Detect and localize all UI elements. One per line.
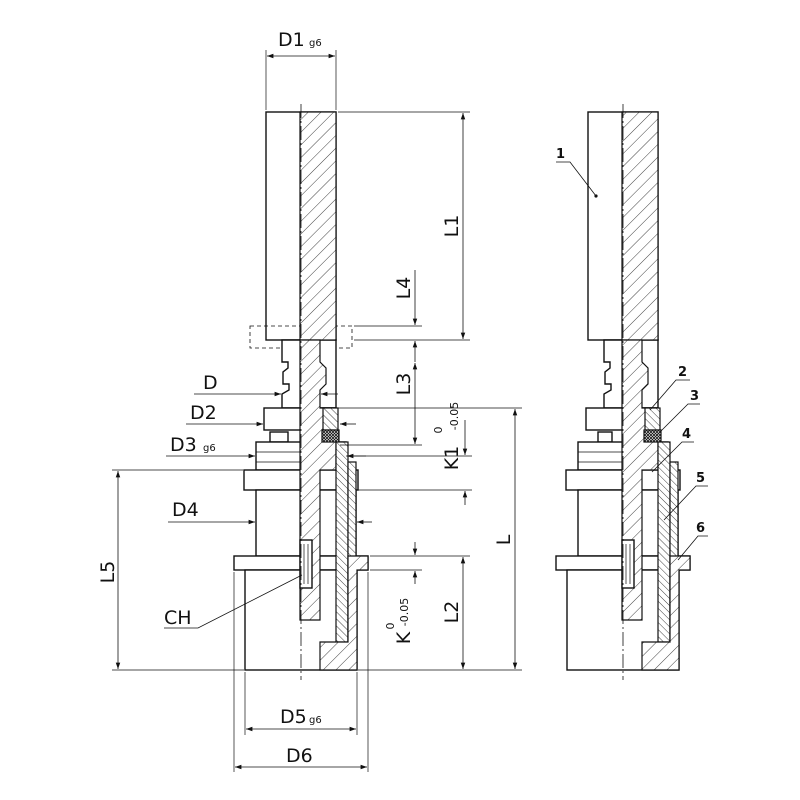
shank-section: [299, 111, 337, 341]
part-4-leader: [651, 441, 694, 473]
d4-label: D4: [172, 499, 199, 521]
d1-label: D1: [278, 29, 305, 51]
k1-label: K1: [441, 446, 463, 471]
d2-label: D2: [190, 402, 217, 424]
keyway-outline: [299, 539, 313, 589]
l-label: L: [493, 534, 515, 545]
d-label: D: [203, 372, 218, 394]
d5-tolerance: g6: [309, 715, 322, 726]
k-tolerance-upper: 0: [384, 623, 397, 630]
screw-head: [269, 431, 289, 443]
ch-leader: [164, 574, 303, 629]
part-3-label: 3: [690, 389, 699, 404]
washer-section: [322, 407, 339, 431]
k1-tolerance-lower: -0.05: [448, 402, 461, 430]
right-view: 1 2 3 4 5 6: [555, 104, 708, 680]
left-view: D1 g6 L1 L4 L3 K1 0 -0.05 L L2: [97, 29, 522, 772]
part-5-leader: [663, 485, 708, 521]
sleeve-section: [335, 441, 349, 643]
d6-label: D6: [286, 745, 313, 767]
k1-tolerance-upper: 0: [432, 427, 445, 434]
part-1-label: 1: [556, 147, 565, 162]
l1-label: L1: [441, 215, 463, 238]
part-6-leader: [677, 535, 708, 561]
l3-label: L3: [393, 373, 415, 396]
part-2-label: 2: [678, 365, 687, 380]
l2-label: L2: [441, 601, 463, 624]
d5-label: D5: [280, 706, 307, 728]
k-tolerance-lower: -0.05: [398, 598, 411, 626]
k-label: K: [393, 631, 415, 644]
d3-tolerance: g6: [203, 443, 216, 454]
l4-label: L4: [393, 277, 415, 300]
part-3-leader: [655, 403, 700, 437]
part-6-label: 6: [696, 521, 705, 536]
housing-section: [319, 555, 369, 671]
oring-section: [321, 429, 340, 443]
l5-label: L5: [97, 561, 119, 584]
d1-tolerance: g6: [309, 38, 322, 49]
part-4-label: 4: [682, 427, 691, 442]
part-5-label: 5: [696, 471, 705, 486]
part-2-leader: [649, 379, 690, 411]
part-1-leader: [556, 161, 597, 197]
ch-label: CH: [164, 607, 192, 629]
d3-label: D3: [170, 434, 197, 456]
